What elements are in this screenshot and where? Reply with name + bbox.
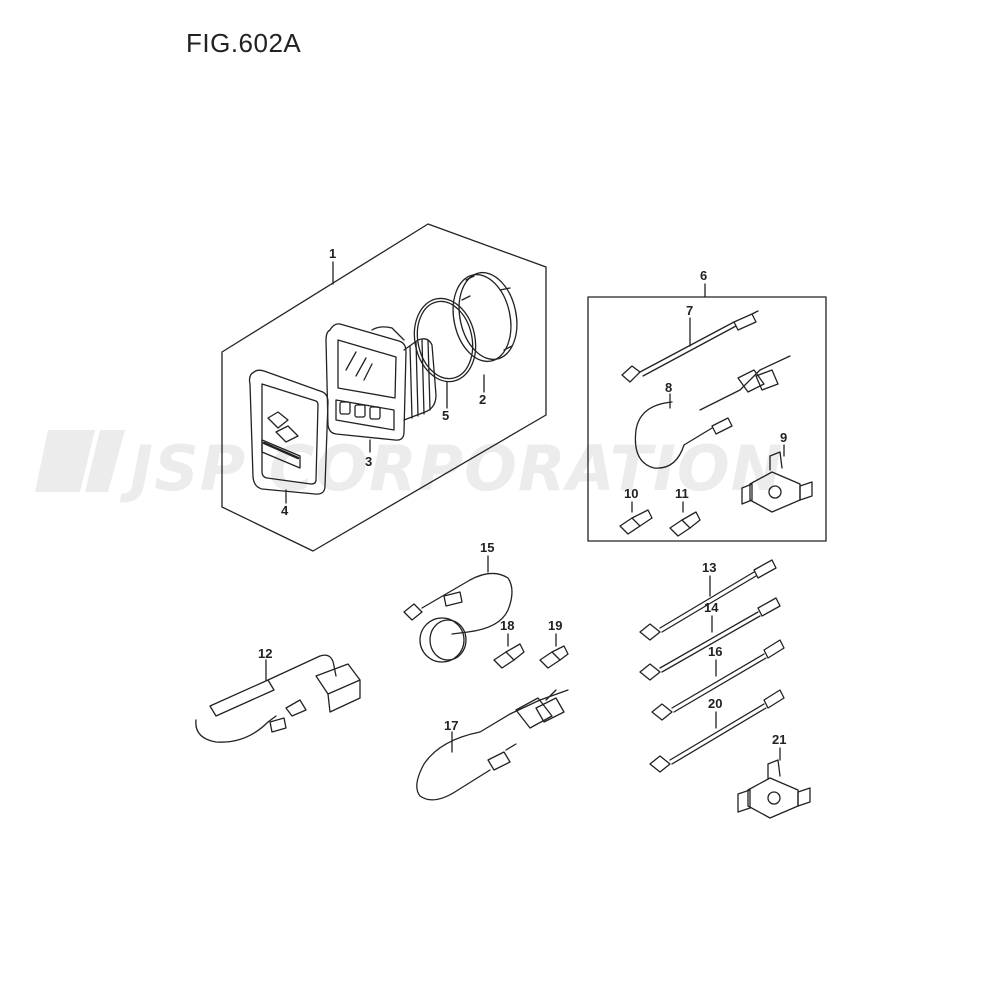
part-10-terminator: [619, 509, 653, 535]
part-15-sensor: [403, 572, 513, 663]
part-16-cable: [651, 639, 785, 721]
callout-labels: 1 2 3 4 5 6 7 8 9 10 11 12 13 14 15 16 1…: [258, 246, 787, 747]
part-9-tee: [741, 451, 813, 513]
callout-16: 16: [708, 644, 722, 659]
callout-13: 13: [702, 560, 716, 575]
callout-15: 15: [480, 540, 494, 555]
callout-8: 8: [665, 380, 672, 395]
callout-7: 7: [686, 303, 693, 318]
part-3-gauge: [325, 323, 437, 441]
callout-14: 14: [704, 600, 719, 615]
callout-19: 19: [548, 618, 562, 633]
part-8-cable: [634, 355, 791, 469]
figure-title: FIG.602A: [186, 28, 302, 58]
callout-11: 11: [675, 486, 689, 501]
kit-outline-6: [587, 296, 827, 542]
part-13-cable: [639, 559, 777, 641]
part-12-harness: [195, 654, 361, 743]
part-2-nut: [452, 271, 518, 363]
watermark-text: JSP CORPORATION: [119, 432, 784, 505]
callout-5: 5: [442, 408, 449, 423]
part-20-cable: [649, 689, 785, 773]
callout-4: 4: [281, 503, 289, 518]
part-5-oring: [413, 297, 477, 383]
callout-2: 2: [479, 392, 486, 407]
part-18-connector: [493, 643, 525, 669]
part-14-cable: [639, 597, 781, 681]
part-11-terminator: [669, 511, 701, 537]
part-19-connector: [539, 645, 569, 669]
part-21-tee: [737, 759, 811, 819]
callout-10: 10: [624, 486, 638, 501]
kit-outline-1: [221, 223, 547, 552]
part-4-cover: [248, 369, 329, 495]
callout-9: 9: [780, 430, 787, 445]
part-7-cable: [621, 310, 759, 383]
callout-1: 1: [329, 246, 336, 261]
callout-17: 17: [444, 718, 458, 733]
callout-21: 21: [772, 732, 786, 747]
callout-3: 3: [365, 454, 372, 469]
callout-20: 20: [708, 696, 722, 711]
part-17-cable: [416, 689, 569, 801]
watermark-logo: JSP CORPORATION: [35, 430, 784, 505]
callout-12: 12: [258, 646, 272, 661]
callout-18: 18: [500, 618, 514, 633]
callout-6: 6: [700, 268, 707, 283]
